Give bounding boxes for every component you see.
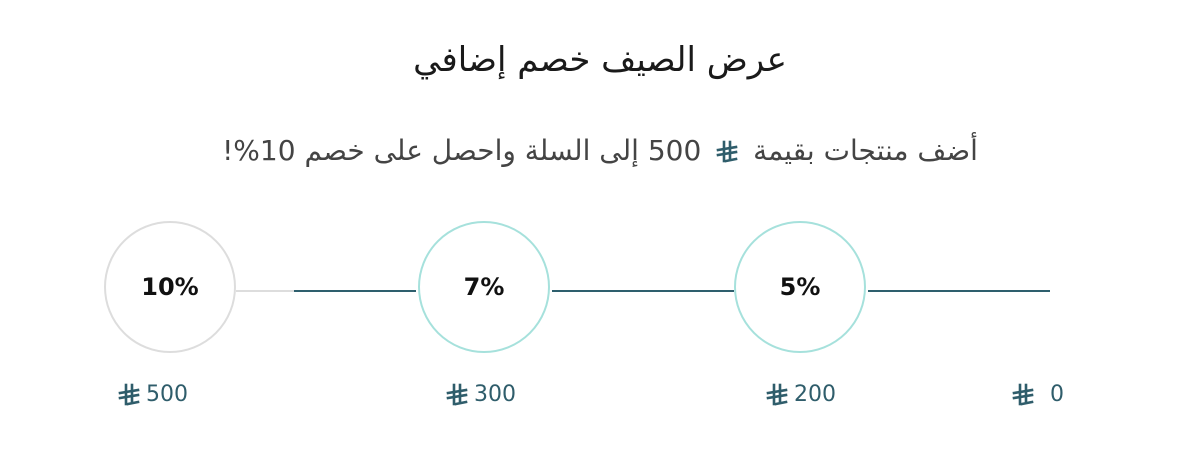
saudi-riyal-icon: [118, 383, 140, 407]
subtitle-prefix: أضف منتجات بقيمة: [753, 134, 978, 167]
subtitle-suffix: إلى السلة واحصل على خصم 10%!: [222, 134, 639, 167]
milestone-discount: 10%: [141, 273, 199, 301]
saudi-riyal-icon: [716, 140, 738, 164]
milestone-label-0: 0: [1012, 380, 1064, 410]
milestone-amount: 200: [794, 382, 836, 407]
saudi-riyal-icon: [1012, 383, 1034, 407]
milestone-discount: 7%: [463, 273, 505, 301]
subtitle-amount: 500: [647, 134, 702, 167]
saudi-riyal-icon: [446, 383, 468, 407]
progress-segment-200-300: [552, 290, 734, 292]
milestone-discount: 5%: [779, 273, 821, 301]
milestone-label-300: 300: [446, 380, 516, 410]
milestone-circle-5: 5%: [734, 221, 866, 353]
milestone-label-500: 500: [118, 380, 188, 410]
progress-segment-remaining: [236, 290, 294, 292]
progress-segment-300-500: [294, 290, 416, 292]
milestone-amount: 300: [474, 382, 516, 407]
milestone-label-200: 200: [766, 380, 836, 410]
subtitle-amount-group: 500: [648, 134, 744, 167]
milestone-amount: 500: [146, 382, 188, 407]
milestone-circle-7: 7%: [418, 221, 550, 353]
saudi-riyal-icon: [766, 383, 788, 407]
milestone-circle-10: 10%: [104, 221, 236, 353]
offer-subtitle: أضف منتجات بقيمة 500 إلى السلة واحصل على…: [0, 134, 1200, 167]
milestone-amount: 0: [1050, 382, 1064, 407]
progress-segment-0-200: [868, 290, 1050, 292]
offer-title: عرض الصيف خصم إضافي: [413, 40, 787, 80]
